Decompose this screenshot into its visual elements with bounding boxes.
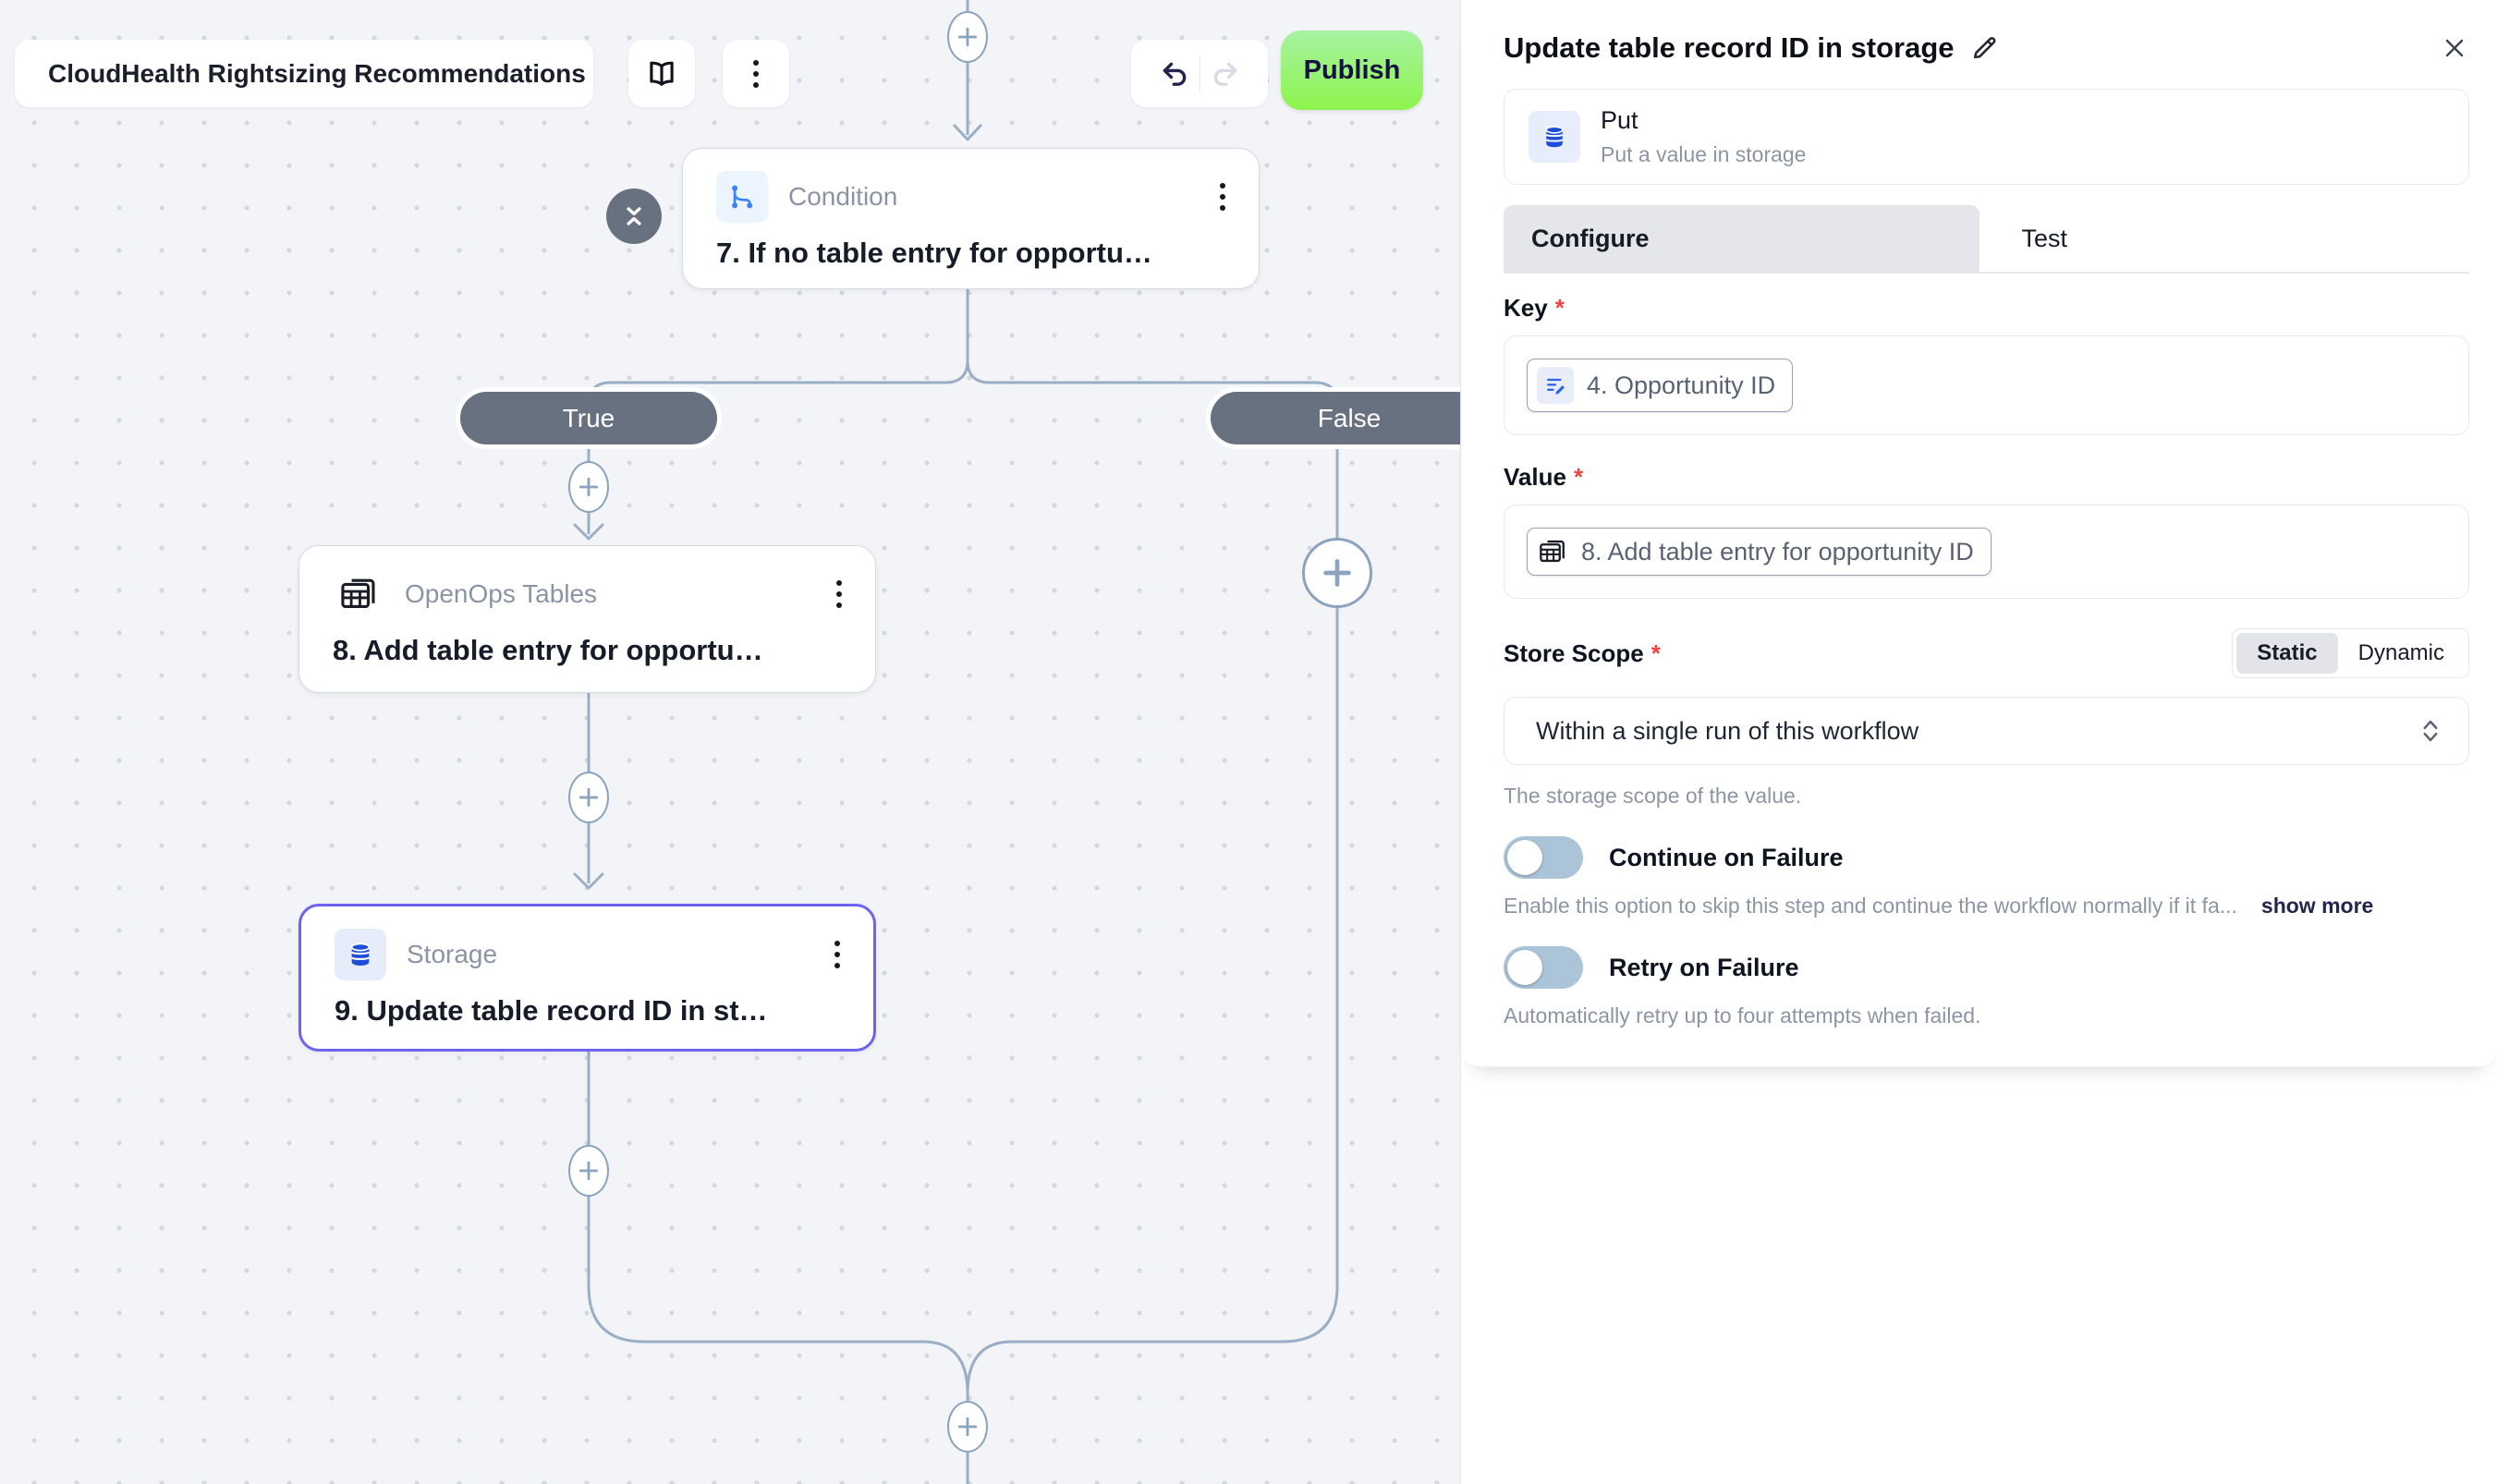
close-icon [2445, 39, 2464, 57]
book-icon [650, 61, 674, 86]
redo-button[interactable] [1210, 58, 1241, 90]
retry-on-failure-row: Retry on Failure [1504, 946, 2469, 989]
node-menu-button[interactable] [834, 941, 840, 968]
database-icon [335, 929, 386, 980]
collapse-branches-button[interactable] [606, 189, 662, 244]
tab-test[interactable]: Test [2021, 224, 2068, 252]
add-step-button-between-8-9[interactable] [568, 772, 609, 823]
store-scope-mode-toggle: Static Dynamic [2232, 628, 2469, 678]
node-menu-button[interactable] [1220, 183, 1225, 211]
value-token-chip[interactable]: 8. Add table entry for opportunity ID [1527, 528, 1992, 576]
node-title: 8. Add table entry for opportu… [333, 634, 763, 666]
tab-configure[interactable]: Configure [1504, 205, 1979, 272]
panel-header: Update table record ID in storage [1504, 31, 2469, 65]
undo-icon [1163, 62, 1186, 86]
add-step-button-after-9[interactable] [568, 1145, 609, 1197]
workflow-edges [573, 0, 1339, 1484]
tables-icon [1537, 536, 1568, 567]
continue-on-failure-label: Continue on Failure [1609, 843, 1844, 871]
workflow-name: CloudHealth Rightsizing Recommendations [48, 58, 586, 88]
plus-icon [957, 1417, 978, 1437]
step-settings-panel: Update table record ID in storage [1460, 0, 2497, 1484]
branch-label-true: True [460, 392, 717, 444]
rename-step-button[interactable] [1969, 33, 1999, 63]
workflow-canvas[interactable]: CloudHealth Rightsizing Recommendations [0, 0, 1460, 1484]
undo-button[interactable] [1159, 58, 1190, 90]
step-title: Update table record ID in storage [1504, 31, 1955, 64]
node-menu-button[interactable] [836, 580, 842, 608]
key-field-label: Key* [1504, 294, 1565, 322]
action-description: Put a value in storage [1601, 142, 1807, 166]
plus-icon [957, 27, 978, 47]
key-input[interactable]: 4. Opportunity ID [1504, 335, 2469, 435]
show-more-link[interactable]: show more [2260, 894, 2374, 918]
node-openops-tables[interactable]: OpenOps Tables 8. Add table entry for op… [298, 545, 876, 693]
workflow-selector[interactable]: CloudHealth Rightsizing Recommendations [15, 40, 593, 107]
continue-on-failure-row: Continue on Failure [1504, 836, 2469, 879]
node-type-label: Storage [407, 940, 498, 968]
history-controls [1131, 40, 1268, 107]
key-token-label: 4. Opportunity ID [1587, 371, 1776, 399]
store-scope-helper: The storage scope of the value. [1504, 784, 1802, 808]
kebab-icon [834, 941, 840, 968]
retry-on-failure-label: Retry on Failure [1609, 953, 1799, 981]
text-edit-icon [1537, 367, 1574, 404]
dynamic-option[interactable]: Dynamic [2357, 640, 2444, 665]
store-scope-row: Store Scope* Static Dynamic [1504, 628, 2469, 678]
node-type-label: OpenOps Tables [405, 579, 598, 608]
more-options-button[interactable] [723, 40, 789, 107]
required-marker: * [1554, 294, 1565, 322]
plus-icon [1323, 559, 1351, 587]
select-chevrons-icon [2423, 720, 2438, 742]
store-scope-label: Store Scope* [1504, 639, 1661, 667]
add-step-button-false-branch[interactable] [1302, 538, 1372, 608]
static-option[interactable]: Static [2236, 633, 2338, 674]
add-step-button-top[interactable] [947, 11, 988, 63]
node-title: 7. If no table entry for opportu… [716, 237, 1152, 269]
close-panel-button[interactable] [2440, 33, 2469, 63]
store-scope-select[interactable]: Within a single run of this workflow [1504, 697, 2469, 765]
plus-icon [579, 477, 599, 497]
continue-on-failure-toggle[interactable] [1504, 836, 1583, 879]
publish-button[interactable]: Publish [1281, 30, 1423, 110]
docs-button[interactable] [628, 40, 695, 107]
node-storage[interactable]: Storage 9. Update table record ID in st… [298, 904, 876, 1052]
toggle-knob [1507, 950, 1542, 985]
required-marker: * [1573, 463, 1584, 491]
database-icon [1529, 111, 1580, 163]
redo-icon [1213, 62, 1236, 86]
tables-icon [333, 568, 384, 620]
node-type-label: Condition [788, 182, 898, 211]
action-name: Put [1601, 106, 1638, 134]
add-step-button-bottom[interactable] [947, 1401, 988, 1453]
key-token-chip[interactable]: 4. Opportunity ID [1527, 359, 1794, 412]
required-marker: * [1650, 639, 1661, 667]
value-input[interactable]: 8. Add table entry for opportunity ID [1504, 505, 2469, 599]
branch-label-false: False [1211, 392, 1460, 444]
kebab-icon [753, 59, 759, 88]
value-token-label: 8. Add table entry for opportunity ID [1581, 537, 1974, 566]
pencil-icon [1973, 37, 1995, 59]
step-settings-card: Update table record ID in storage [1461, 0, 2497, 1067]
continue-on-failure-helper: Enable this option to skip this step and… [1504, 894, 2237, 918]
retry-on-failure-helper: Automatically retry up to four attempts … [1504, 1004, 1981, 1028]
plus-icon [579, 787, 599, 808]
value-field-label: Value* [1504, 463, 1584, 491]
retry-on-failure-toggle[interactable] [1504, 946, 1583, 989]
store-scope-value: Within a single run of this workflow [1536, 716, 1919, 745]
add-step-button-true-branch[interactable] [568, 461, 609, 513]
node-title: 9. Update table record ID in st… [335, 994, 768, 1027]
condition-branch-icon [716, 171, 768, 223]
plus-icon [579, 1161, 599, 1181]
collapse-icon [627, 207, 641, 225]
action-summary-card: Put Put a value in storage [1504, 89, 2469, 185]
panel-tabs: Configure Test [1504, 205, 2469, 274]
toggle-knob [1507, 840, 1542, 875]
node-condition[interactable]: Condition 7. If no table entry for oppor… [682, 148, 1260, 289]
kebab-icon [836, 580, 842, 608]
kebab-icon [1220, 183, 1225, 211]
